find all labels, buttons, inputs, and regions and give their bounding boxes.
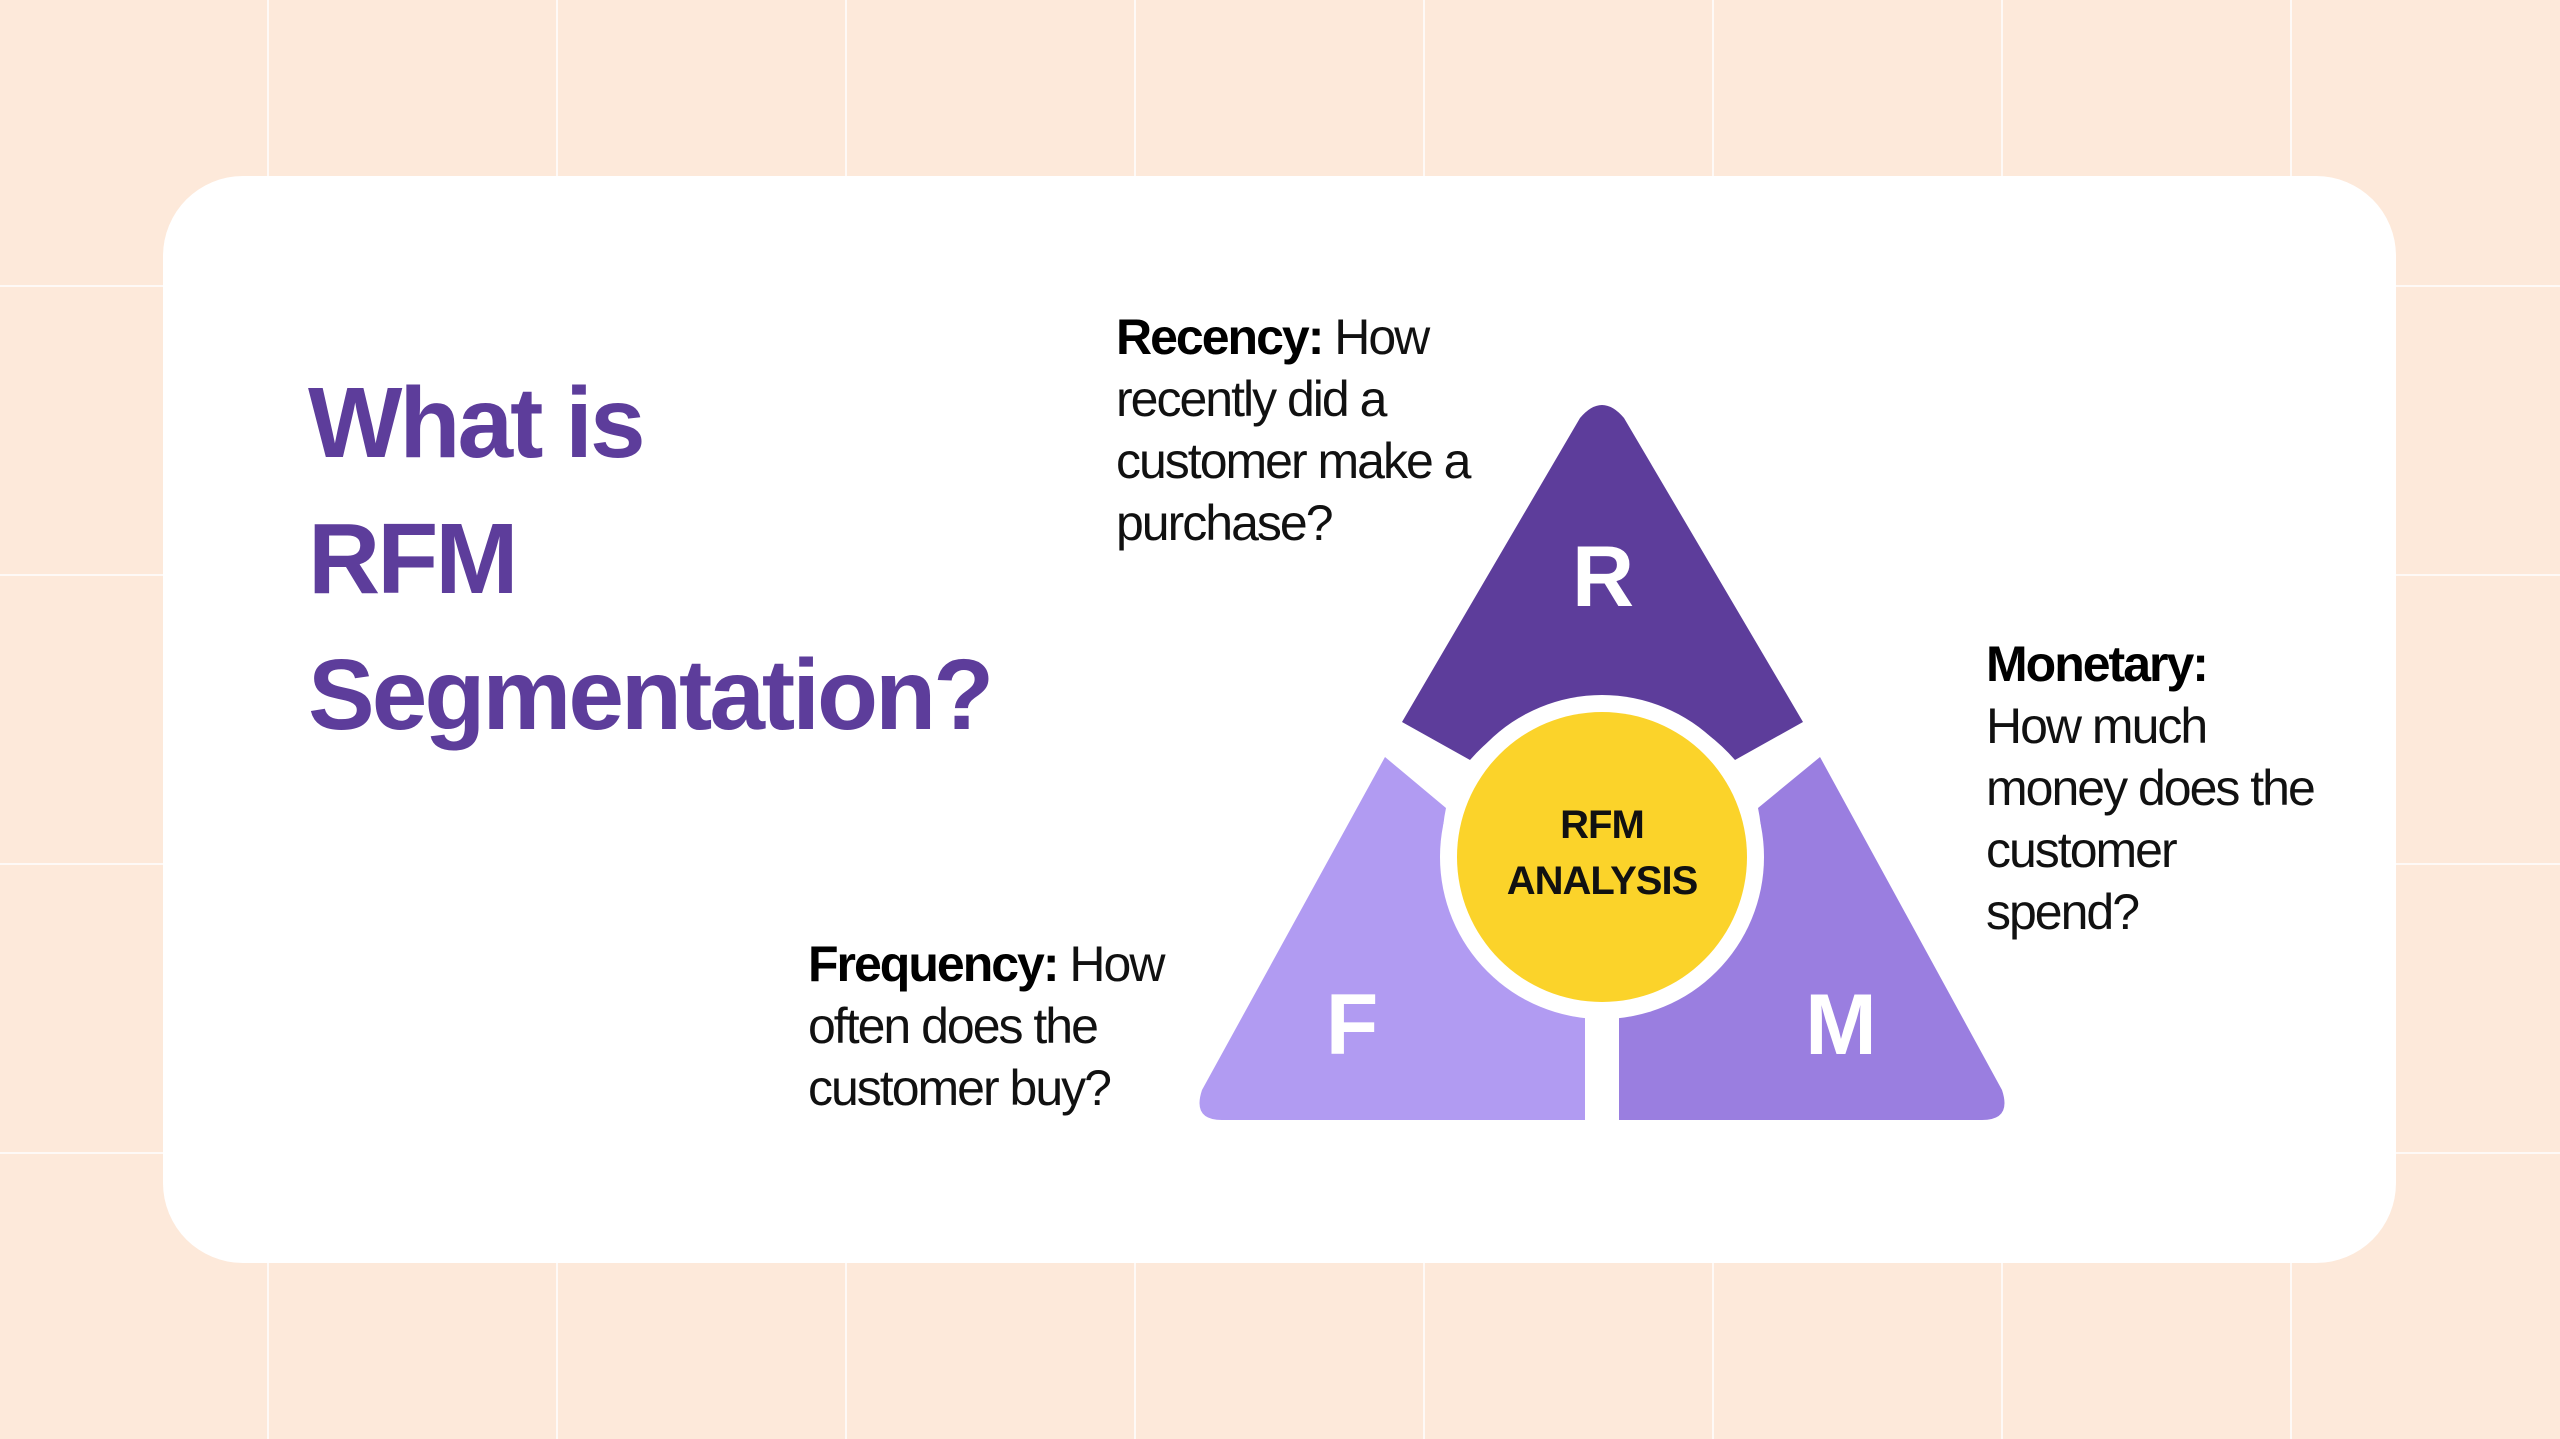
title-line: RFM — [308, 503, 519, 615]
recency-term: Recency: — [1116, 309, 1324, 365]
recency-letter: R — [1572, 529, 1634, 625]
center-label-line1: RFM — [1560, 803, 1644, 847]
monetary-description: Monetary: How much money does the custom… — [1986, 633, 2326, 943]
frequency-text: How often does the customer buy? — [808, 936, 1165, 1116]
page-title: What is RFM Segmentation? — [308, 355, 994, 763]
frequency-term: Frequency: — [808, 936, 1060, 992]
frequency-segment — [1199, 757, 1585, 1120]
monetary-term: Monetary: — [1986, 636, 2209, 692]
frequency-letter: F — [1326, 977, 1379, 1073]
recency-description: Recency: How recently did a customer mak… — [1116, 306, 1516, 554]
monetary-text: How much money does the customer spend? — [1986, 698, 2316, 940]
monetary-segment — [1619, 757, 2005, 1120]
title-line: Segmentation? — [308, 639, 994, 751]
recency-segment — [1402, 405, 1803, 760]
recency-text: How recently did a customer make a purch… — [1116, 309, 1471, 551]
frequency-description: Frequency: How often does the customer b… — [808, 933, 1208, 1119]
title-line: What is — [308, 367, 646, 479]
center-circle — [1457, 712, 1747, 1002]
monetary-letter: M — [1805, 977, 1877, 1073]
center-label-line2: ANALYSIS — [1507, 859, 1698, 903]
